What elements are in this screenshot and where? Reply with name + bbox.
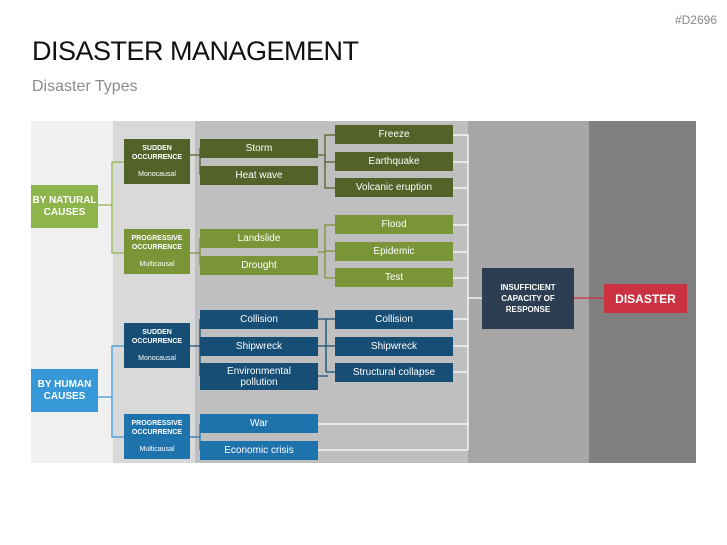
- type-collision-mid: Collision: [200, 310, 318, 329]
- type-epidemic: Epidemic: [335, 242, 453, 261]
- connector-natural-sudden-out: [318, 134, 335, 189]
- connector-natural-prog: [190, 238, 201, 265]
- type-shipwreck-out: Shipwreck: [335, 337, 453, 356]
- occurrence-natural-progressive: PROGRESSIVE OCCURRENCE Multicausal: [124, 229, 190, 274]
- type-environmental-pollution: Environmental pollution: [200, 363, 318, 390]
- disaster-result: DISASTER: [604, 284, 687, 313]
- type-volcanic-eruption: Volcanic eruption: [335, 178, 453, 197]
- occurrence-title: PROGRESSIVE OCCURRENCE: [131, 235, 183, 251]
- occurrence-title: SUDDEN OCCURRENCE: [131, 145, 183, 161]
- type-economic-crisis: Economic crisis: [200, 441, 318, 460]
- occurrence-title: SUDDEN OCCURRENCE: [131, 329, 183, 345]
- page-subtitle: Disaster Types: [32, 78, 138, 95]
- occurrence-title: PROGRESSIVE OCCURRENCE: [131, 420, 183, 436]
- type-war: War: [200, 414, 318, 433]
- insufficient-response: INSUFFICIENT CAPACITY OF RESPONSE: [482, 268, 574, 329]
- type-test: Test: [335, 268, 453, 287]
- occurrence-sub: Monocausal: [138, 355, 176, 362]
- connector-human: [98, 345, 124, 438]
- type-heat-wave: Heat wave: [200, 166, 318, 185]
- occurrence-sub: Multicausal: [139, 446, 175, 453]
- occurrence-natural-sudden: SUDDEN OCCURRENCE Monocausal: [124, 139, 190, 184]
- connector-natural-prog-out: [318, 224, 335, 279]
- occurrence-human-sudden: SUDDEN OCCURRENCE Monocausal: [124, 323, 190, 368]
- connector-human-prog: [190, 424, 201, 450]
- type-flood: Flood: [335, 215, 453, 234]
- type-shipwreck-mid: Shipwreck: [200, 337, 318, 356]
- category-human: BY HUMAN CAUSES: [31, 369, 98, 412]
- connector-natural-sudden: [190, 148, 201, 175]
- connector-natural: [98, 161, 124, 254]
- type-earthquake: Earthquake: [335, 152, 453, 171]
- type-freeze: Freeze: [335, 125, 453, 144]
- occurrence-human-progressive: PROGRESSIVE OCCURRENCE Multicausal: [124, 414, 190, 459]
- connector-human-sudden: [190, 319, 201, 376]
- type-storm: Storm: [200, 139, 318, 158]
- connector-to-response: [318, 134, 482, 451]
- connector-human-sudden-out: [318, 318, 335, 377]
- type-structural-collapse: Structural collapse: [335, 363, 453, 382]
- occurrence-sub: Multicausal: [139, 261, 175, 268]
- category-natural: BY NATURAL CAUSES: [31, 185, 98, 228]
- page-title: DISASTER MANAGEMENT: [32, 36, 359, 66]
- type-drought: Drought: [200, 256, 318, 275]
- slide-code: #D2696: [674, 13, 717, 27]
- type-collision-out: Collision: [335, 310, 453, 329]
- type-landslide: Landslide: [200, 229, 318, 248]
- occurrence-sub: Monocausal: [138, 171, 176, 178]
